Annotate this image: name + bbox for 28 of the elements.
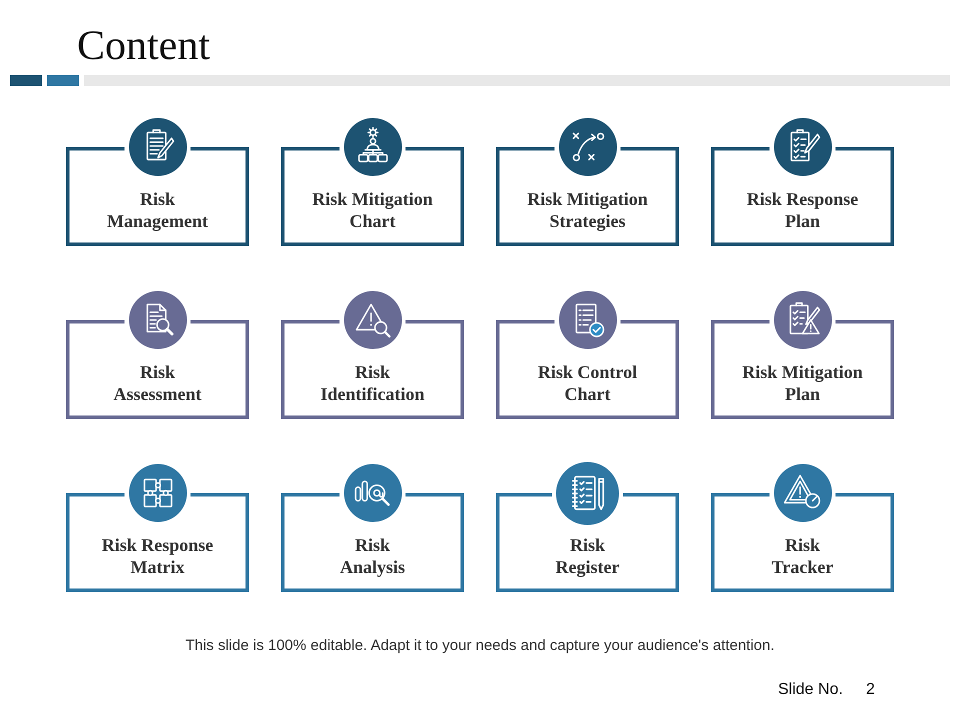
- card-title: Risk Register: [554, 534, 620, 578]
- card-title: Risk Mitigation Chart: [311, 188, 434, 232]
- topic-card: [281, 115, 464, 246]
- card-title: Risk Identification: [319, 361, 426, 405]
- topic-card: [711, 461, 894, 592]
- card-title: Risk Mitigation Strategies: [526, 188, 649, 232]
- card-title: Risk Control Chart: [536, 361, 638, 405]
- slide-number: 2: [866, 681, 875, 699]
- card-title: Risk Response Matrix: [100, 534, 214, 578]
- topic-card: [281, 461, 464, 592]
- card-title: Risk Assessment: [112, 361, 202, 405]
- topic-card: [711, 115, 894, 246]
- topic-card: [66, 288, 249, 419]
- slide-number-label: Slide No.: [778, 681, 843, 699]
- card-title: Risk Response Plan: [746, 188, 860, 232]
- slide-title: Content: [77, 25, 210, 67]
- topic-card: [281, 288, 464, 419]
- card-title: Risk Mitigation Plan: [741, 361, 864, 405]
- card-title: Risk Management: [106, 188, 209, 232]
- topic-card: [496, 288, 679, 419]
- topic-card: [66, 115, 249, 246]
- card-title: Risk Analysis: [338, 534, 406, 578]
- footnote-text: This slide is 100% editable. Adapt it to your needs and capture your audience's attention.: [185, 637, 775, 654]
- topic-card: [711, 288, 894, 419]
- card-title: Risk Tracker: [770, 534, 834, 578]
- topic-card: [496, 461, 679, 592]
- topic-card: [496, 115, 679, 246]
- topic-card: [66, 461, 249, 592]
